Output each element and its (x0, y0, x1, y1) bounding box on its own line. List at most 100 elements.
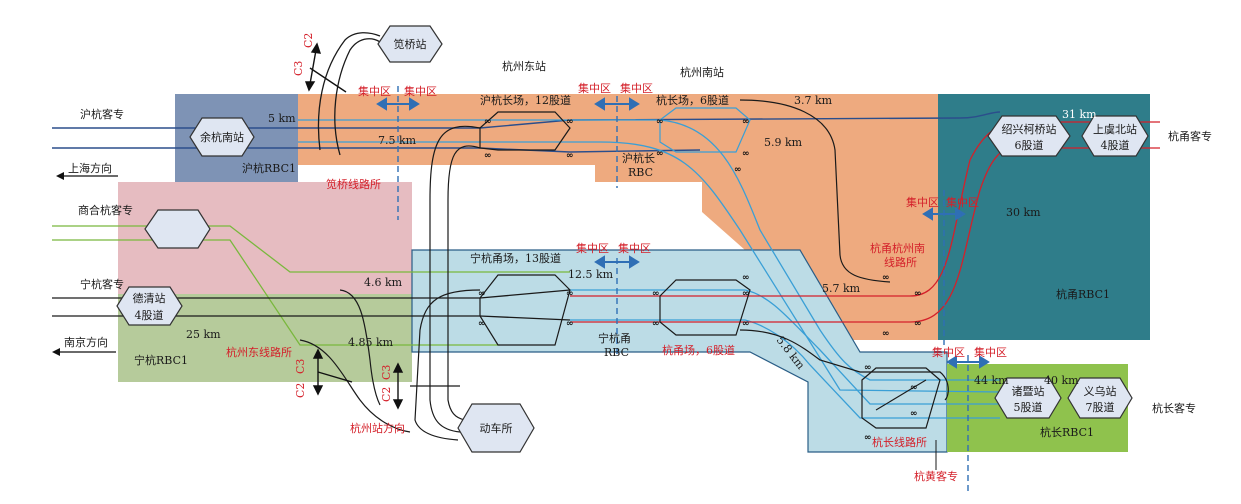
zone-huhang-rbc-label: RBC (628, 166, 653, 179)
svg-text:∞: ∞ (734, 165, 742, 175)
station-dongche-label: 动车所 (480, 421, 513, 435)
arrow-shaoxing (922, 207, 966, 221)
arrow-huhang (594, 97, 640, 111)
dist-4-6km: 4.6 km (364, 276, 403, 289)
track-cyan-2 (298, 141, 1001, 393)
station-shaoxing-label: 绍兴柯桥站 (1002, 122, 1057, 136)
hangzhou-dir-label: 杭州站方向 (350, 421, 405, 435)
signal-c3-right: C3 (380, 365, 393, 380)
hangzhoudong-line-label: 杭州东线路所 (226, 345, 292, 359)
signal-c3-left: C3 (294, 359, 307, 374)
zone-hanchang-label: 杭长RBC1 (1040, 425, 1094, 439)
station-shaoxing-tracks: 6股道 (1015, 138, 1044, 152)
line-ninghang-label: 宁杭客专 (80, 277, 124, 291)
dist-12-5km: 12.5 km (568, 268, 614, 281)
dist-4-85km: 4.85 km (348, 336, 394, 349)
hangyong-field-label: 杭甬场，6股道 (662, 343, 735, 357)
throat-hangchang-south-x1 (875, 379, 927, 411)
throat-ninghangyong (479, 274, 571, 346)
dist-30km: 30 km (1006, 206, 1041, 219)
svg-text:∞: ∞ (882, 329, 890, 339)
svg-text:∞: ∞ (656, 149, 664, 159)
nanjing-dir-label: 南京方向 (64, 335, 108, 349)
signal-c3-top: C3 (292, 61, 305, 76)
station-yiwu: 义乌站 7股道 (1067, 377, 1133, 419)
jizhong-2b: 集中区 (620, 81, 653, 95)
jianqiao-line-label: 笕桥线路所 (326, 177, 381, 191)
svg-text:∞: ∞ (742, 273, 750, 283)
throat-hangchang-south (861, 367, 941, 429)
signal-c2-top: C2 (302, 33, 315, 48)
ninghangyong-field-label: 宁杭甬场，13股道 (470, 251, 561, 265)
jizhong-5a: 集中区 (932, 345, 965, 359)
dist-40km: 40 km (1044, 374, 1079, 387)
hangzhou-south-label: 杭州南站 (680, 65, 724, 79)
dist-7-5km: 7.5 km (378, 134, 417, 147)
svg-text:∞: ∞ (914, 319, 922, 329)
signal-c2-right: C2 (380, 387, 393, 402)
track-loop-jianqiao (334, 38, 381, 156)
signal-hangzhou-c2 (392, 362, 404, 410)
station-yiwu-tracks: 7股道 (1086, 400, 1115, 414)
svg-text:∞: ∞ (910, 409, 918, 419)
svg-text:∞: ∞ (914, 289, 922, 299)
zone-ninghang-label: 宁杭RBC1 (134, 353, 188, 367)
shanghai-arrow (56, 172, 118, 180)
track-dongche-2 (447, 145, 481, 421)
station-shangyu: 上虞北站 4股道 (1081, 115, 1149, 157)
hangchang-field-label: 杭长场，6股道 (656, 93, 729, 107)
dist-25km: 25 km (186, 328, 221, 341)
throat-hangchang (659, 107, 751, 153)
station-dongche: 动车所 (457, 403, 535, 453)
track-green-2 (52, 239, 500, 346)
zone-ningyong-mid-label: 宁杭甬 (598, 331, 631, 345)
svg-text:∞: ∞ (656, 117, 664, 127)
zone-ningyong-label: 杭甬RBC1 (1056, 287, 1110, 301)
arrow-jianqiao (376, 97, 420, 111)
station-yiwu-label: 义乌站 (1084, 384, 1117, 398)
svg-text:∞: ∞ (652, 319, 660, 329)
zone-ningyong-rbc-label: RBC (604, 346, 629, 359)
station-deqing-label: 德清站 (133, 291, 166, 305)
svg-text:∞: ∞ (864, 433, 872, 443)
svg-text:∞: ∞ (910, 383, 918, 393)
signal-c2-left: C2 (294, 383, 307, 398)
hanghuang-label: 杭黄客专 (914, 469, 958, 483)
station-shaoxing: 绍兴柯桥站 6股道 (987, 115, 1071, 157)
jizhong-3a: 集中区 (576, 241, 609, 255)
track-dongche-1 (429, 125, 481, 433)
station-zhuji-label: 诸暨站 (1012, 384, 1045, 398)
station-deqing: 德清站 4股道 (116, 286, 183, 326)
dist-5-9km: 5.9 km (764, 136, 803, 149)
dist-5km: 5 km (268, 112, 296, 125)
svg-text:∞: ∞ (742, 289, 750, 299)
track-cyan-4 (570, 319, 1000, 419)
station-yuhangnan-label: 余杭南站 (200, 130, 244, 144)
svg-text:∞: ∞ (742, 149, 750, 159)
throat-huhang (479, 111, 571, 151)
station-shangyu-label: 上虞北站 (1093, 122, 1137, 136)
dist-31km: 31 km (1062, 108, 1097, 121)
zone-yuhang-label: 沪杭RBC1 (242, 161, 296, 175)
arrow-ningyong (594, 255, 640, 269)
svg-text:∞: ∞ (742, 319, 750, 329)
jizhong-1a: 集中区 (358, 84, 391, 98)
zone-ningyong-lightblue (411, 249, 948, 453)
station-zhuji: 诸暨站 5股道 (994, 377, 1062, 419)
svg-text:∞: ∞ (566, 289, 574, 299)
shanghai-dir-label: 上海方向 (68, 161, 112, 175)
huhang-field-label: 沪杭长场，12股道 (480, 93, 571, 107)
hangzhou-east-label: 杭州东站 (502, 59, 546, 73)
jizhong-5b: 集中区 (974, 345, 1007, 359)
svg-text:∞: ∞ (742, 117, 750, 127)
line-hangyong-label: 杭甬客专 (1168, 129, 1212, 143)
station-yuhangnan: 余杭南站 (189, 117, 255, 157)
signal-jianqiao-c (304, 42, 347, 93)
line-huhang-label: 沪杭客专 (80, 107, 124, 121)
svg-text:∞: ∞ (652, 289, 660, 299)
track-east-loop-2 (739, 329, 949, 401)
svg-text:∞: ∞ (566, 151, 574, 161)
svg-text:∞: ∞ (566, 319, 574, 329)
hangchang-line-label: 杭长线路所 (872, 435, 927, 449)
